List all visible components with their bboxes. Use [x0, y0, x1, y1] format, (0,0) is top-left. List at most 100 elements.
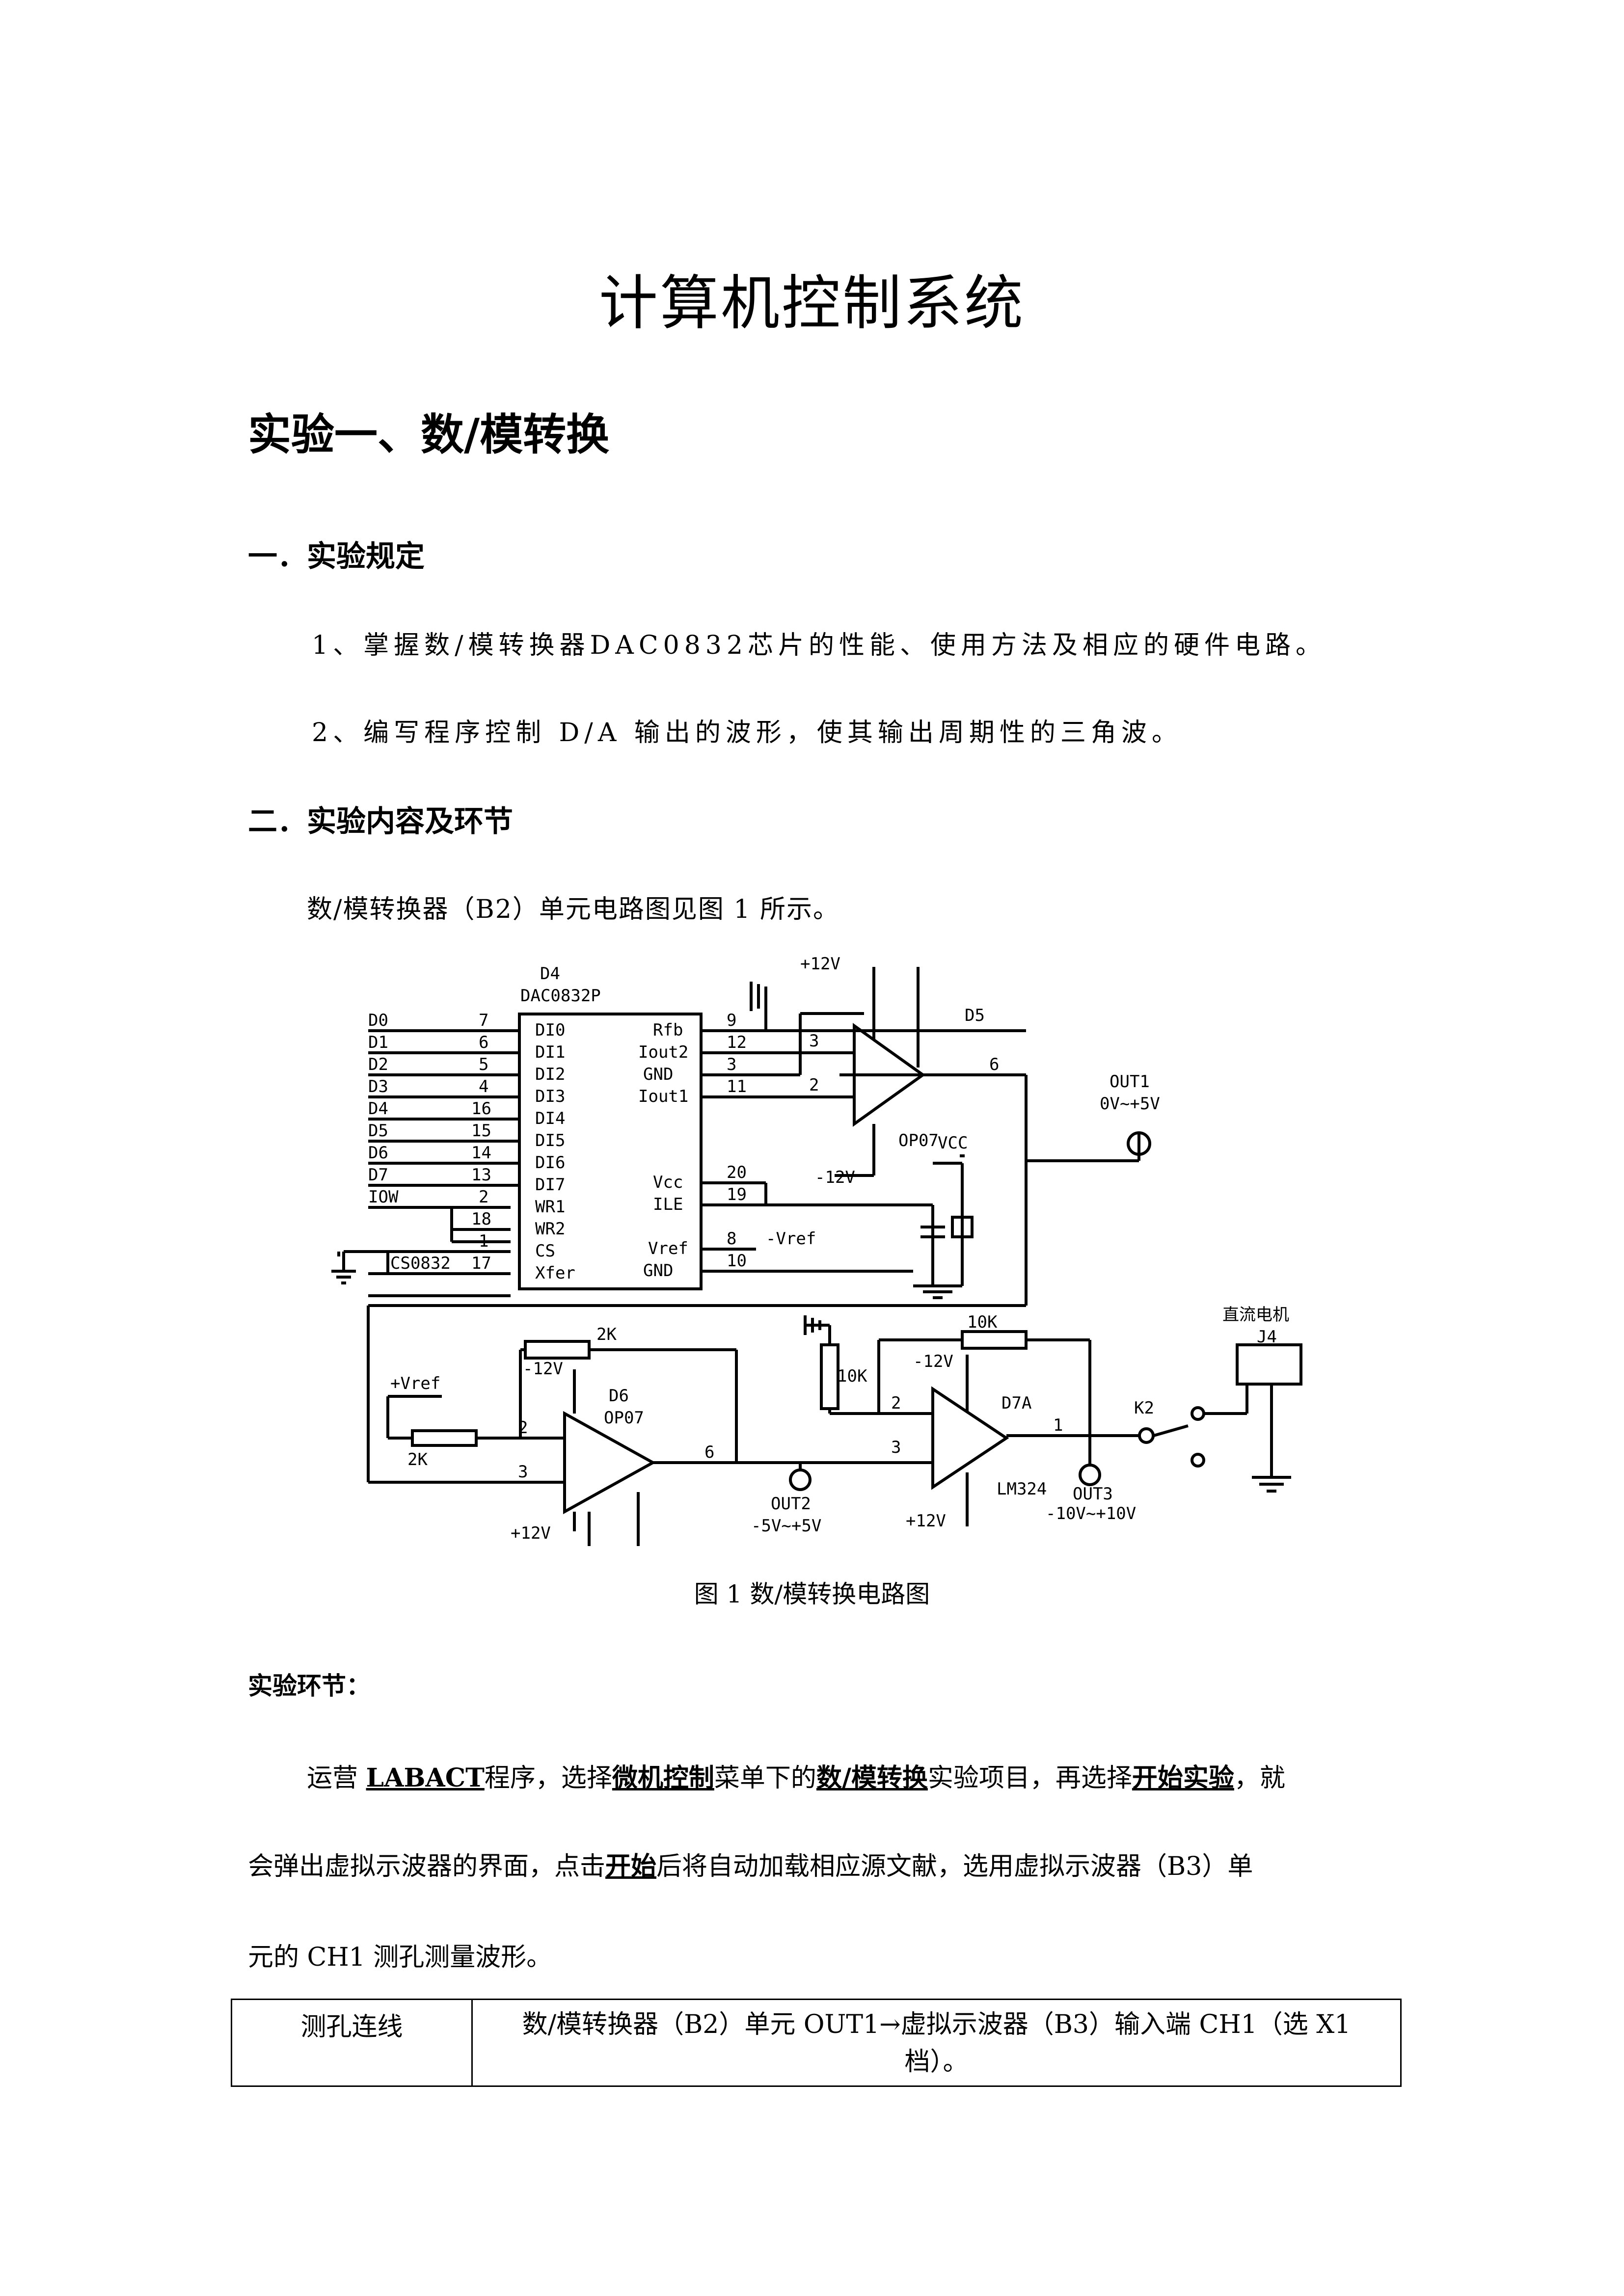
section-heading-requirements: 一．实验规定	[248, 539, 425, 574]
steps-line-1: 运营 LABACT程序，选择微机控制菜单下的数/模转换实验项目，再选择开始实验，…	[307, 1757, 1285, 1794]
pin-name: DI5	[535, 1131, 565, 1150]
document-title: 计算机控制系统	[599, 269, 1025, 338]
label-cs0832: CS0832	[390, 1254, 451, 1273]
label-k2: K2	[1134, 1398, 1154, 1418]
steps-line-3: 元的 CH1 测孔测量波形。	[248, 1943, 552, 1972]
pin-name: DI7	[535, 1175, 565, 1195]
label-out3: OUT3	[1073, 1484, 1113, 1504]
figure-intro: 数/模转换器（B2）单元电路图见图 1 所示。	[307, 895, 839, 924]
label-d6: D6	[609, 1386, 629, 1406]
pin-num: 15	[471, 1121, 491, 1141]
pin-name: GND	[643, 1065, 673, 1084]
start-experiment-button[interactable]: 开始实验	[1132, 1763, 1234, 1793]
text: 程序，选择	[484, 1763, 612, 1793]
pin-num: 4	[479, 1077, 488, 1096]
label-10k-fb: 10K	[967, 1312, 998, 1332]
pin-num: 6	[704, 1442, 714, 1462]
label-p12-d6: +12V	[511, 1523, 551, 1543]
pin-num: 8	[727, 1229, 736, 1249]
input-d0: D0	[368, 1011, 388, 1030]
pin-num: 1	[1053, 1415, 1063, 1435]
input-iow: IOW	[368, 1187, 399, 1207]
label-m12-d6: -12V	[523, 1359, 563, 1379]
steps-line-2: 会弹出虚拟示波器的界面，点击开始后将自动加载相应源文献，选用虚拟示波器（B3）单	[248, 1845, 1253, 1882]
pin-name: GND	[643, 1261, 673, 1281]
input-d4: D4	[368, 1099, 388, 1119]
label-out3-range: -10V~+10V	[1046, 1504, 1136, 1523]
pin-name: DI0	[535, 1020, 565, 1040]
label-d4: D4	[540, 964, 560, 984]
pin-name: Vref	[648, 1239, 688, 1258]
pin-name: Xfer	[535, 1263, 575, 1283]
text: 会弹出虚拟示波器的界面，点击	[248, 1852, 606, 1881]
da-conversion-item[interactable]: 数/模转换	[816, 1763, 928, 1793]
label-pvref: +Vref	[390, 1374, 440, 1393]
pin-name: DI4	[535, 1109, 565, 1128]
label-op07-d6: OP07	[604, 1408, 644, 1428]
pin-num: 1	[479, 1231, 488, 1251]
circuit-diagram: D4 DAC0832P D0 D1 D2 D3 D4 D5 D6 D7 IOW …	[331, 954, 1302, 1546]
input-d7: D7	[368, 1165, 388, 1185]
requirement-item-2: 2、编写程序控制 D/A 输出的波形，使其输出周期性的三角波。	[312, 718, 1182, 748]
pin-name: Rfb	[653, 1020, 683, 1040]
pin-num: 9	[727, 1011, 736, 1030]
input-d2: D2	[368, 1055, 388, 1074]
pin-num: 10	[727, 1251, 747, 1271]
label-p12-d5: +12V	[800, 954, 840, 974]
pin-name: WR1	[535, 1197, 565, 1217]
micro-control-menu[interactable]: 微机控制	[612, 1763, 714, 1793]
pin-num: 16	[471, 1099, 491, 1119]
label-dac: DAC0832P	[520, 986, 601, 1006]
wiring-value: 数/模转换器（B2）单元 OUT1→虚拟示波器（B3）输入端 CH1（选 X1 …	[522, 2010, 1351, 2077]
wiring-table: 测孔连线 数/模转换器（B2）单元 OUT1→虚拟示波器（B3）输入端 CH1（…	[231, 1999, 1402, 2087]
pin-num: 2	[479, 1187, 488, 1207]
pin-num: 3	[809, 1031, 819, 1051]
start-button[interactable]: 开始	[605, 1851, 657, 1881]
label-op07-d5: OP07	[898, 1131, 939, 1150]
pin-name: Vcc	[653, 1173, 683, 1192]
label-p12-d7: +12V	[906, 1511, 946, 1531]
input-d5: D5	[368, 1121, 388, 1141]
section-heading-content: 二．实验内容及环节	[248, 804, 513, 839]
steps-heading: 实验环节：	[248, 1672, 371, 1700]
label-m12-d7: -12V	[913, 1352, 953, 1371]
label-motor: 直流电机	[1222, 1305, 1289, 1325]
requirement-item-1: 1、掌握数/模转换器DAC0832芯片的性能、使用方法及相应的硬件电路。	[312, 631, 1326, 660]
label-m12-d5: -12V	[815, 1168, 855, 1187]
labact-link[interactable]: LABACT	[366, 1763, 485, 1793]
label-mvref: -Vref	[766, 1229, 816, 1249]
pin-num: 2	[809, 1075, 819, 1095]
label-2k-in: 2K	[407, 1450, 428, 1469]
pin-name: WR2	[535, 1219, 565, 1239]
pin-num: 3	[727, 1055, 736, 1074]
label-out1: OUT1	[1110, 1072, 1150, 1092]
text: 后将自动加载相应源文献，选用虚拟示波器（B3）单	[656, 1852, 1253, 1881]
label-2k-fb: 2K	[596, 1325, 617, 1344]
label-10k: 10K	[837, 1366, 867, 1386]
pin-num: 17	[471, 1254, 491, 1273]
label-d5: D5	[965, 1006, 985, 1025]
label-vcc: VCC	[938, 1133, 968, 1153]
pin-num: 11	[727, 1077, 747, 1096]
pin-name: ILE	[653, 1195, 683, 1214]
pin-num: 2	[891, 1393, 901, 1413]
pin-name: DI1	[535, 1042, 565, 1062]
pin-name: Iout2	[638, 1042, 688, 1062]
pin-num: 13	[471, 1165, 491, 1185]
pin-name: CS	[535, 1241, 555, 1261]
text: 实验项目，再选择	[927, 1763, 1132, 1793]
pin-num: 14	[471, 1143, 491, 1163]
dac0832-chip	[518, 1013, 703, 1290]
label-lm324: LM324	[997, 1479, 1047, 1499]
pin-num: 6	[989, 1055, 999, 1074]
pin-num: 19	[727, 1185, 747, 1204]
pin-num: 7	[479, 1011, 488, 1030]
input-d6: D6	[368, 1143, 388, 1163]
label-j4: J4	[1257, 1327, 1277, 1347]
pin-name: Iout1	[638, 1087, 688, 1106]
wiring-label: 测孔连线	[232, 2000, 473, 2085]
text: 菜单下的	[714, 1763, 816, 1793]
pin-name: DI3	[535, 1087, 565, 1106]
pin-num: 18	[471, 1209, 491, 1229]
pin-num: 3	[891, 1438, 901, 1457]
